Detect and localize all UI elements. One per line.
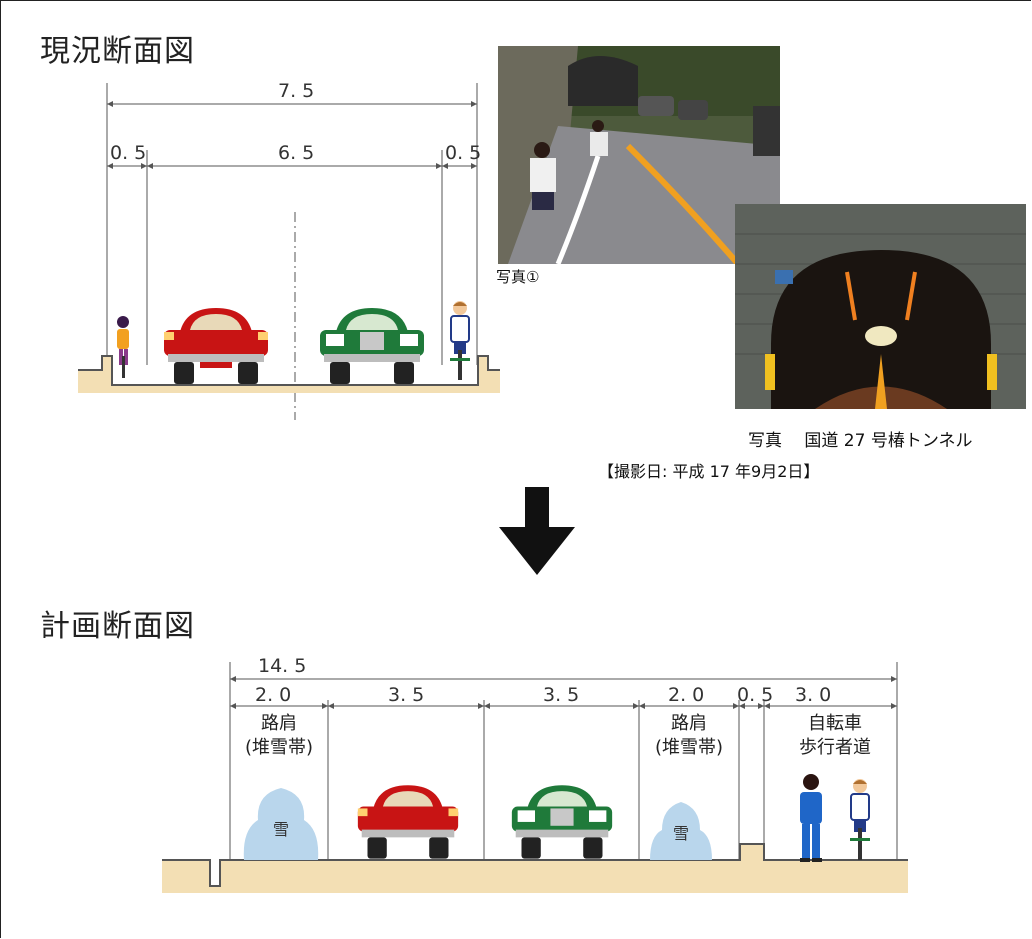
car-icon — [164, 308, 268, 384]
existing-right-shoulder-width: 0. 5 — [445, 142, 482, 164]
sidewalk-label: 自転車 歩行者道 — [780, 712, 890, 760]
planned-sidewalk-width: 3. 0 — [795, 684, 832, 706]
planned-shoulder-left-width: 2. 0 — [255, 684, 292, 706]
shoulder-right-label-line1: 路肩 — [671, 713, 707, 734]
shoulder-left-label-line2: (堆雪帯) — [244, 737, 314, 758]
existing-carriageway-width: 6. 5 — [278, 142, 315, 164]
existing-left-shoulder-width: 0. 5 — [110, 142, 147, 164]
bicycle-icon — [117, 316, 129, 378]
photo1-caption: 写真① — [496, 268, 540, 286]
bicycle-icon — [450, 301, 470, 380]
car-icon — [357, 785, 459, 859]
tunnel-photo — [735, 204, 1026, 409]
bicycle-icon — [850, 779, 870, 860]
sidewalk-label-line2: 歩行者道 — [799, 737, 871, 758]
shoulder-left-label-line1: 路肩 — [261, 713, 297, 734]
planned-shoulder-right-width: 2. 0 — [668, 684, 705, 706]
down-arrow-icon — [499, 487, 575, 575]
planned-section-title: 計画断面図 — [40, 609, 195, 644]
shoulder-right-label: 路肩 (堆雪帯) — [642, 712, 736, 760]
sidewalk-label-line1: 自転車 — [808, 713, 862, 734]
shoulder-right-label-line2: (堆雪帯) — [654, 737, 724, 758]
shoulder-left-label: 路肩 (堆雪帯) — [234, 712, 324, 760]
photo-date-caption: 【撮影日: 平成 17 年9月2日】 — [598, 462, 820, 481]
snow-left-label: 雪 — [272, 820, 289, 839]
pedestrian-icon — [800, 774, 822, 862]
existing-total-width: 7. 5 — [278, 80, 315, 102]
existing-section-title: 現況断面図 — [40, 34, 195, 69]
planned-lane2-width: 3. 5 — [543, 684, 580, 706]
snow-pile-icon — [650, 802, 712, 860]
car-icon — [511, 785, 613, 859]
photo2-caption: 写真 国道 27 号椿トンネル — [748, 431, 973, 451]
road-photo — [498, 46, 780, 264]
snow-pile-icon — [243, 788, 319, 860]
planned-total-width: 14. 5 — [258, 655, 307, 677]
planned-median-gap-width: 0. 5 — [737, 684, 774, 706]
snow-right-label: 雪 — [672, 824, 689, 843]
planned-lane1-width: 3. 5 — [388, 684, 425, 706]
car-icon — [320, 308, 424, 384]
